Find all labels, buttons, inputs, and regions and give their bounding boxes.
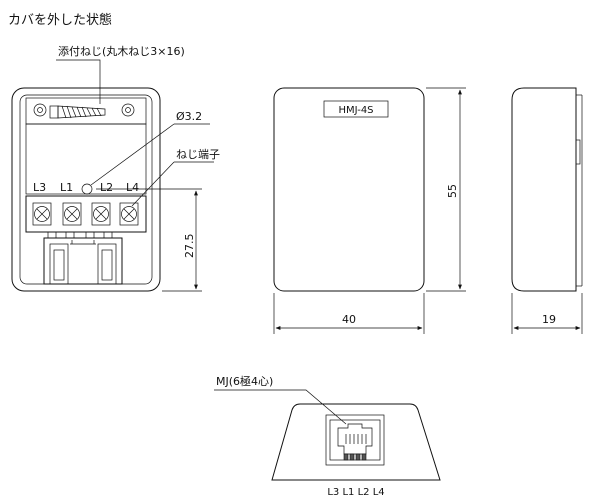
- callout-hole: Ø3.2: [176, 110, 202, 123]
- terminal-label-l4: L4: [126, 181, 139, 194]
- terminal-screws: [32, 202, 139, 226]
- side-view: 19: [511, 87, 583, 334]
- screw-terminal-icon: [32, 202, 52, 226]
- modular-jack-icon: [329, 419, 381, 461]
- open-base-view: L3 L1 L2 L4: [11, 44, 220, 292]
- mounting-hole-icon: [81, 183, 93, 195]
- dimension-27-5: 27.5: [183, 234, 196, 259]
- screw-terminal-icon: [119, 202, 139, 226]
- callout-screw: 添付ねじ(丸木ねじ3×16): [58, 44, 185, 58]
- wood-screw-icon: [49, 105, 106, 119]
- front-view: HMJ-4S 55 40: [273, 87, 466, 334]
- dimension-19: 19: [542, 313, 556, 326]
- page-title: カバを外した状態: [8, 12, 112, 28]
- screw-terminal-icon: [62, 202, 82, 226]
- screw-terminal-icon: [91, 202, 111, 226]
- dimension-55: 55: [446, 184, 459, 198]
- cover-label: HMJ-4S: [338, 105, 373, 116]
- callout-terminal: ねじ端子: [176, 148, 220, 161]
- terminal-label-l3: L3: [33, 181, 46, 194]
- terminal-label-l2: L2: [100, 181, 113, 194]
- bottom-view: MJ(6極4心) L3 L1 L2 L4: [214, 374, 441, 498]
- callout-jack: MJ(6極4心): [216, 374, 273, 388]
- dimension-40: 40: [342, 313, 356, 326]
- terminal-label-l1: L1: [60, 181, 73, 194]
- jack-pin-labels: L3 L1 L2 L4: [327, 487, 384, 498]
